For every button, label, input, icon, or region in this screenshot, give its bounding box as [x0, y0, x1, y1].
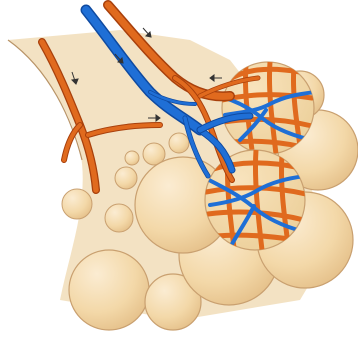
alveolus: [125, 151, 139, 165]
alveolus: [62, 189, 92, 219]
alveolus: [169, 133, 189, 153]
alveolus: [105, 204, 133, 232]
capillary-network-lower: [205, 150, 306, 250]
alveolus: [115, 167, 137, 189]
alveolus: [69, 250, 149, 330]
